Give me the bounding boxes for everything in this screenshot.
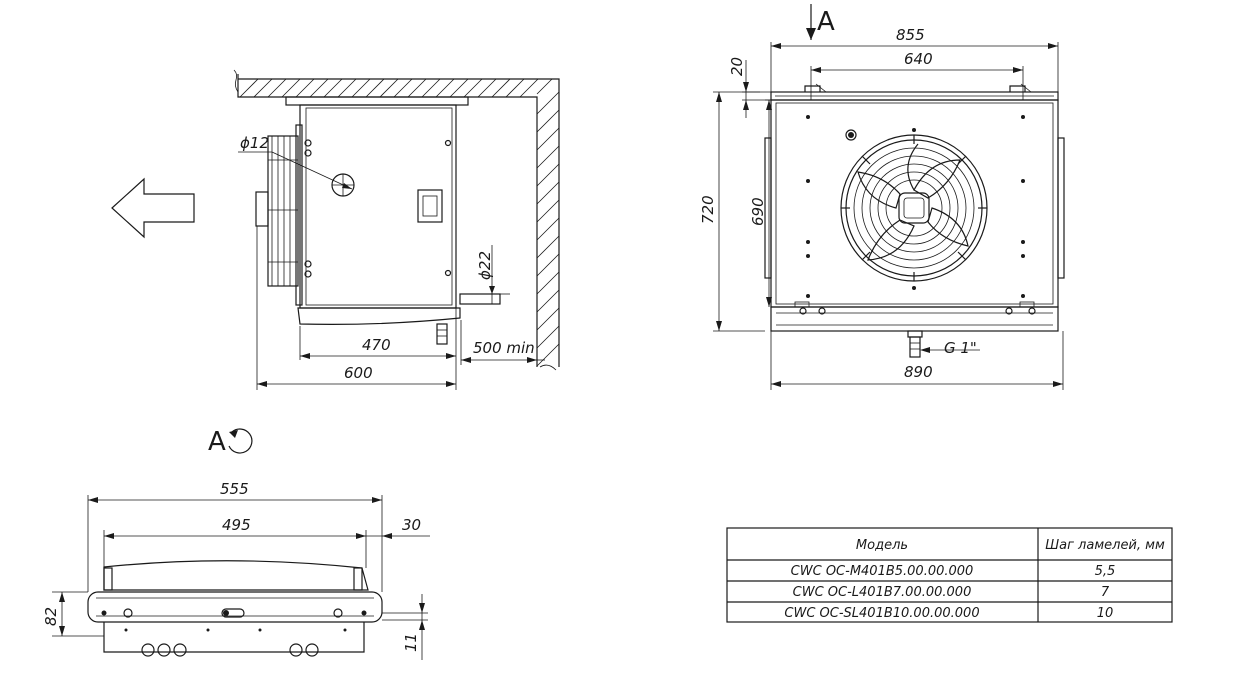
- dim-width-640: 640: [904, 50, 933, 68]
- drip-tray-front: [770, 306, 1059, 332]
- pipe-outlet: [459, 293, 501, 305]
- bottom-plate: [87, 591, 383, 623]
- dim-width-890: 890: [904, 363, 933, 381]
- wall-outer-line: [238, 78, 560, 367]
- screw-hole: [806, 240, 810, 244]
- dim-height-11: 11: [402, 633, 420, 652]
- bolt-marker: [304, 260, 312, 268]
- bottom-view: A 555: [42, 427, 430, 660]
- unit-body-inner: [305, 107, 453, 306]
- break-line-bottom: [539, 364, 557, 371]
- dim-width-855: 855: [896, 26, 925, 44]
- screw-hole: [1021, 294, 1025, 298]
- table-cell-model: CWC OC-L401B7.00.00.000: [793, 585, 972, 600]
- table-frame: [726, 527, 1173, 623]
- bolt-marker: [304, 149, 312, 157]
- tray-screw: [799, 307, 807, 315]
- wall-hatch: [536, 91, 560, 367]
- drip-tray-side: [297, 307, 461, 325]
- drain-stub-side: [436, 323, 448, 345]
- hanger: [1009, 85, 1026, 92]
- ceiling-hatch: [239, 78, 553, 98]
- drain-stub-front: [909, 336, 921, 358]
- screw-hole: [806, 294, 810, 298]
- screw-hole: [806, 115, 810, 119]
- unit-body-side: [299, 104, 457, 309]
- fan-motor-side: [255, 191, 269, 227]
- dim-depth-600: 600: [344, 364, 373, 382]
- dim-depth-470: 470: [362, 336, 391, 354]
- table-header-pitch: Шаг ламелей, мм: [1045, 538, 1165, 553]
- terminal-box: [417, 189, 443, 223]
- table-cell-pitch: 10: [1097, 606, 1114, 621]
- rotate-symbol: [228, 428, 253, 454]
- fan-guard-side: [267, 135, 299, 287]
- side-view: ϕ12 ϕ22 470 600 500 min: [111, 69, 560, 390]
- spec-table: Модель Шаг ламелей, мм CWC OC-M401B5.00.…: [726, 527, 1173, 623]
- screw-hole: [806, 179, 810, 183]
- drain-slot: [221, 608, 245, 618]
- fan-blade: [857, 171, 901, 209]
- dim-width-30: 30: [402, 516, 421, 534]
- screw-hole: [1021, 254, 1025, 258]
- airflow-arrow: [111, 177, 195, 239]
- bolt-marker: [123, 608, 133, 618]
- dim-width-495: 495: [222, 516, 251, 534]
- bottom-lower-body: [103, 622, 365, 653]
- break-line: [233, 69, 239, 93]
- bolt-marker: [444, 139, 452, 147]
- table-cell-pitch: 5,5: [1095, 564, 1116, 579]
- dim-hole-diameter: ϕ12: [240, 134, 269, 152]
- dim-width-555: 555: [220, 480, 249, 498]
- dim-height-690: 690: [749, 197, 767, 226]
- tray-screw: [818, 307, 826, 315]
- dim-drain-diameter: ϕ22: [476, 251, 494, 280]
- bolt-marker: [444, 269, 452, 277]
- dim-height-720: 720: [699, 195, 717, 224]
- screw-hole: [806, 254, 810, 258]
- bolt-marker: [304, 139, 312, 147]
- tray-screw: [1005, 307, 1013, 315]
- fan-hub: [898, 192, 930, 224]
- side-tab: [1057, 137, 1065, 279]
- dim-height-20: 20: [728, 57, 746, 76]
- screw-hole: [912, 286, 916, 290]
- bolt-marker: [333, 608, 343, 618]
- side-tab: [764, 137, 772, 279]
- tray-screw: [1028, 307, 1036, 315]
- table-cell-model: CWC OC-M401B5.00.00.000: [791, 564, 974, 579]
- screw-hole: [1021, 115, 1025, 119]
- sensor-port: [845, 129, 857, 141]
- fan-blade: [867, 219, 915, 261]
- hanger: [804, 85, 821, 92]
- screw-hole: [1021, 240, 1025, 244]
- fan-blade: [927, 207, 969, 247]
- bottom-casing: [103, 560, 369, 591]
- fan-mount-bracket: [295, 124, 303, 306]
- drain-flange: [907, 330, 923, 338]
- bolt-marker: [304, 270, 312, 278]
- screw-hole: [912, 128, 916, 132]
- fan-blade: [913, 159, 961, 199]
- front-view: A 855 640: [699, 4, 1065, 390]
- dim-height-82: 82: [42, 607, 60, 626]
- dim-thread: G 1": [944, 339, 977, 357]
- view-title-a: A: [208, 427, 226, 457]
- table-cell-model: CWC OC-SL401B10.00.00.000: [784, 606, 979, 621]
- table-header-model: Модель: [856, 538, 908, 553]
- screw-hole: [1021, 179, 1025, 183]
- fan-assembly: [840, 134, 988, 282]
- view-label-a: A: [817, 7, 835, 37]
- mounting-rail: [285, 96, 469, 106]
- table-cell-pitch: 7: [1101, 585, 1110, 600]
- view-arrow: [806, 28, 816, 40]
- dim-clearance: 500 min: [473, 339, 535, 357]
